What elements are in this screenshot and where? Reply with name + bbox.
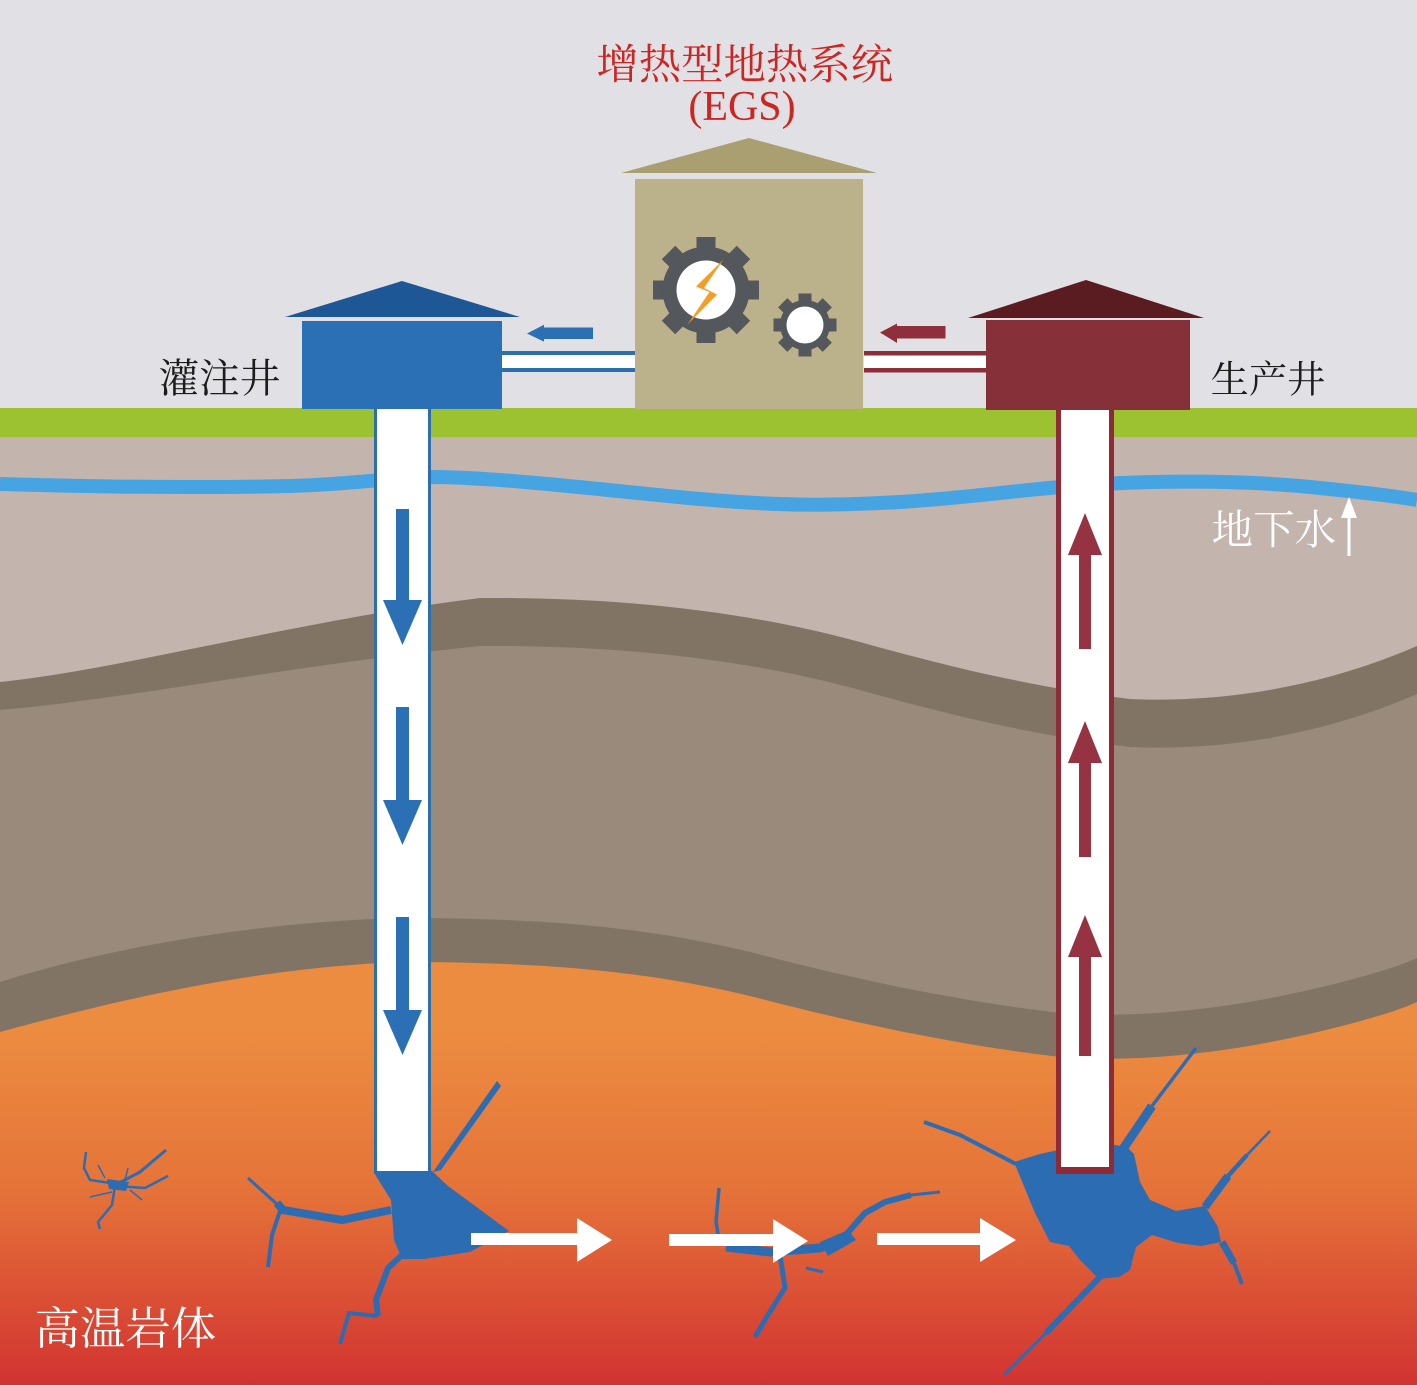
svg-text:(EGS): (EGS): [688, 84, 795, 130]
